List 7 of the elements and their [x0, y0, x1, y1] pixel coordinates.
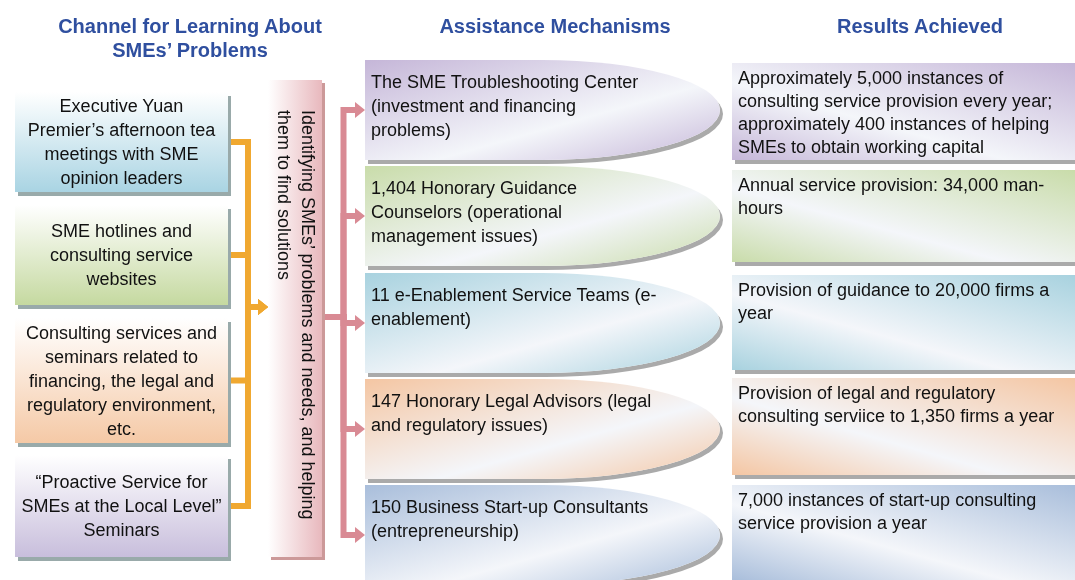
result-box: 7,000 instances of start-up consulting service provision a year — [732, 485, 1075, 580]
column-heading: Results Achieved — [836, 14, 1004, 38]
column-heading: Channel for Learning About SMEs’ Problems — [57, 14, 323, 62]
arrow — [228, 299, 268, 509]
column-heading: Assistance Mechanisms — [438, 14, 672, 38]
process-band: Identifying SMEs’ problems and needs, and helping them to find solutions — [268, 80, 322, 557]
arrow — [322, 314, 365, 543]
